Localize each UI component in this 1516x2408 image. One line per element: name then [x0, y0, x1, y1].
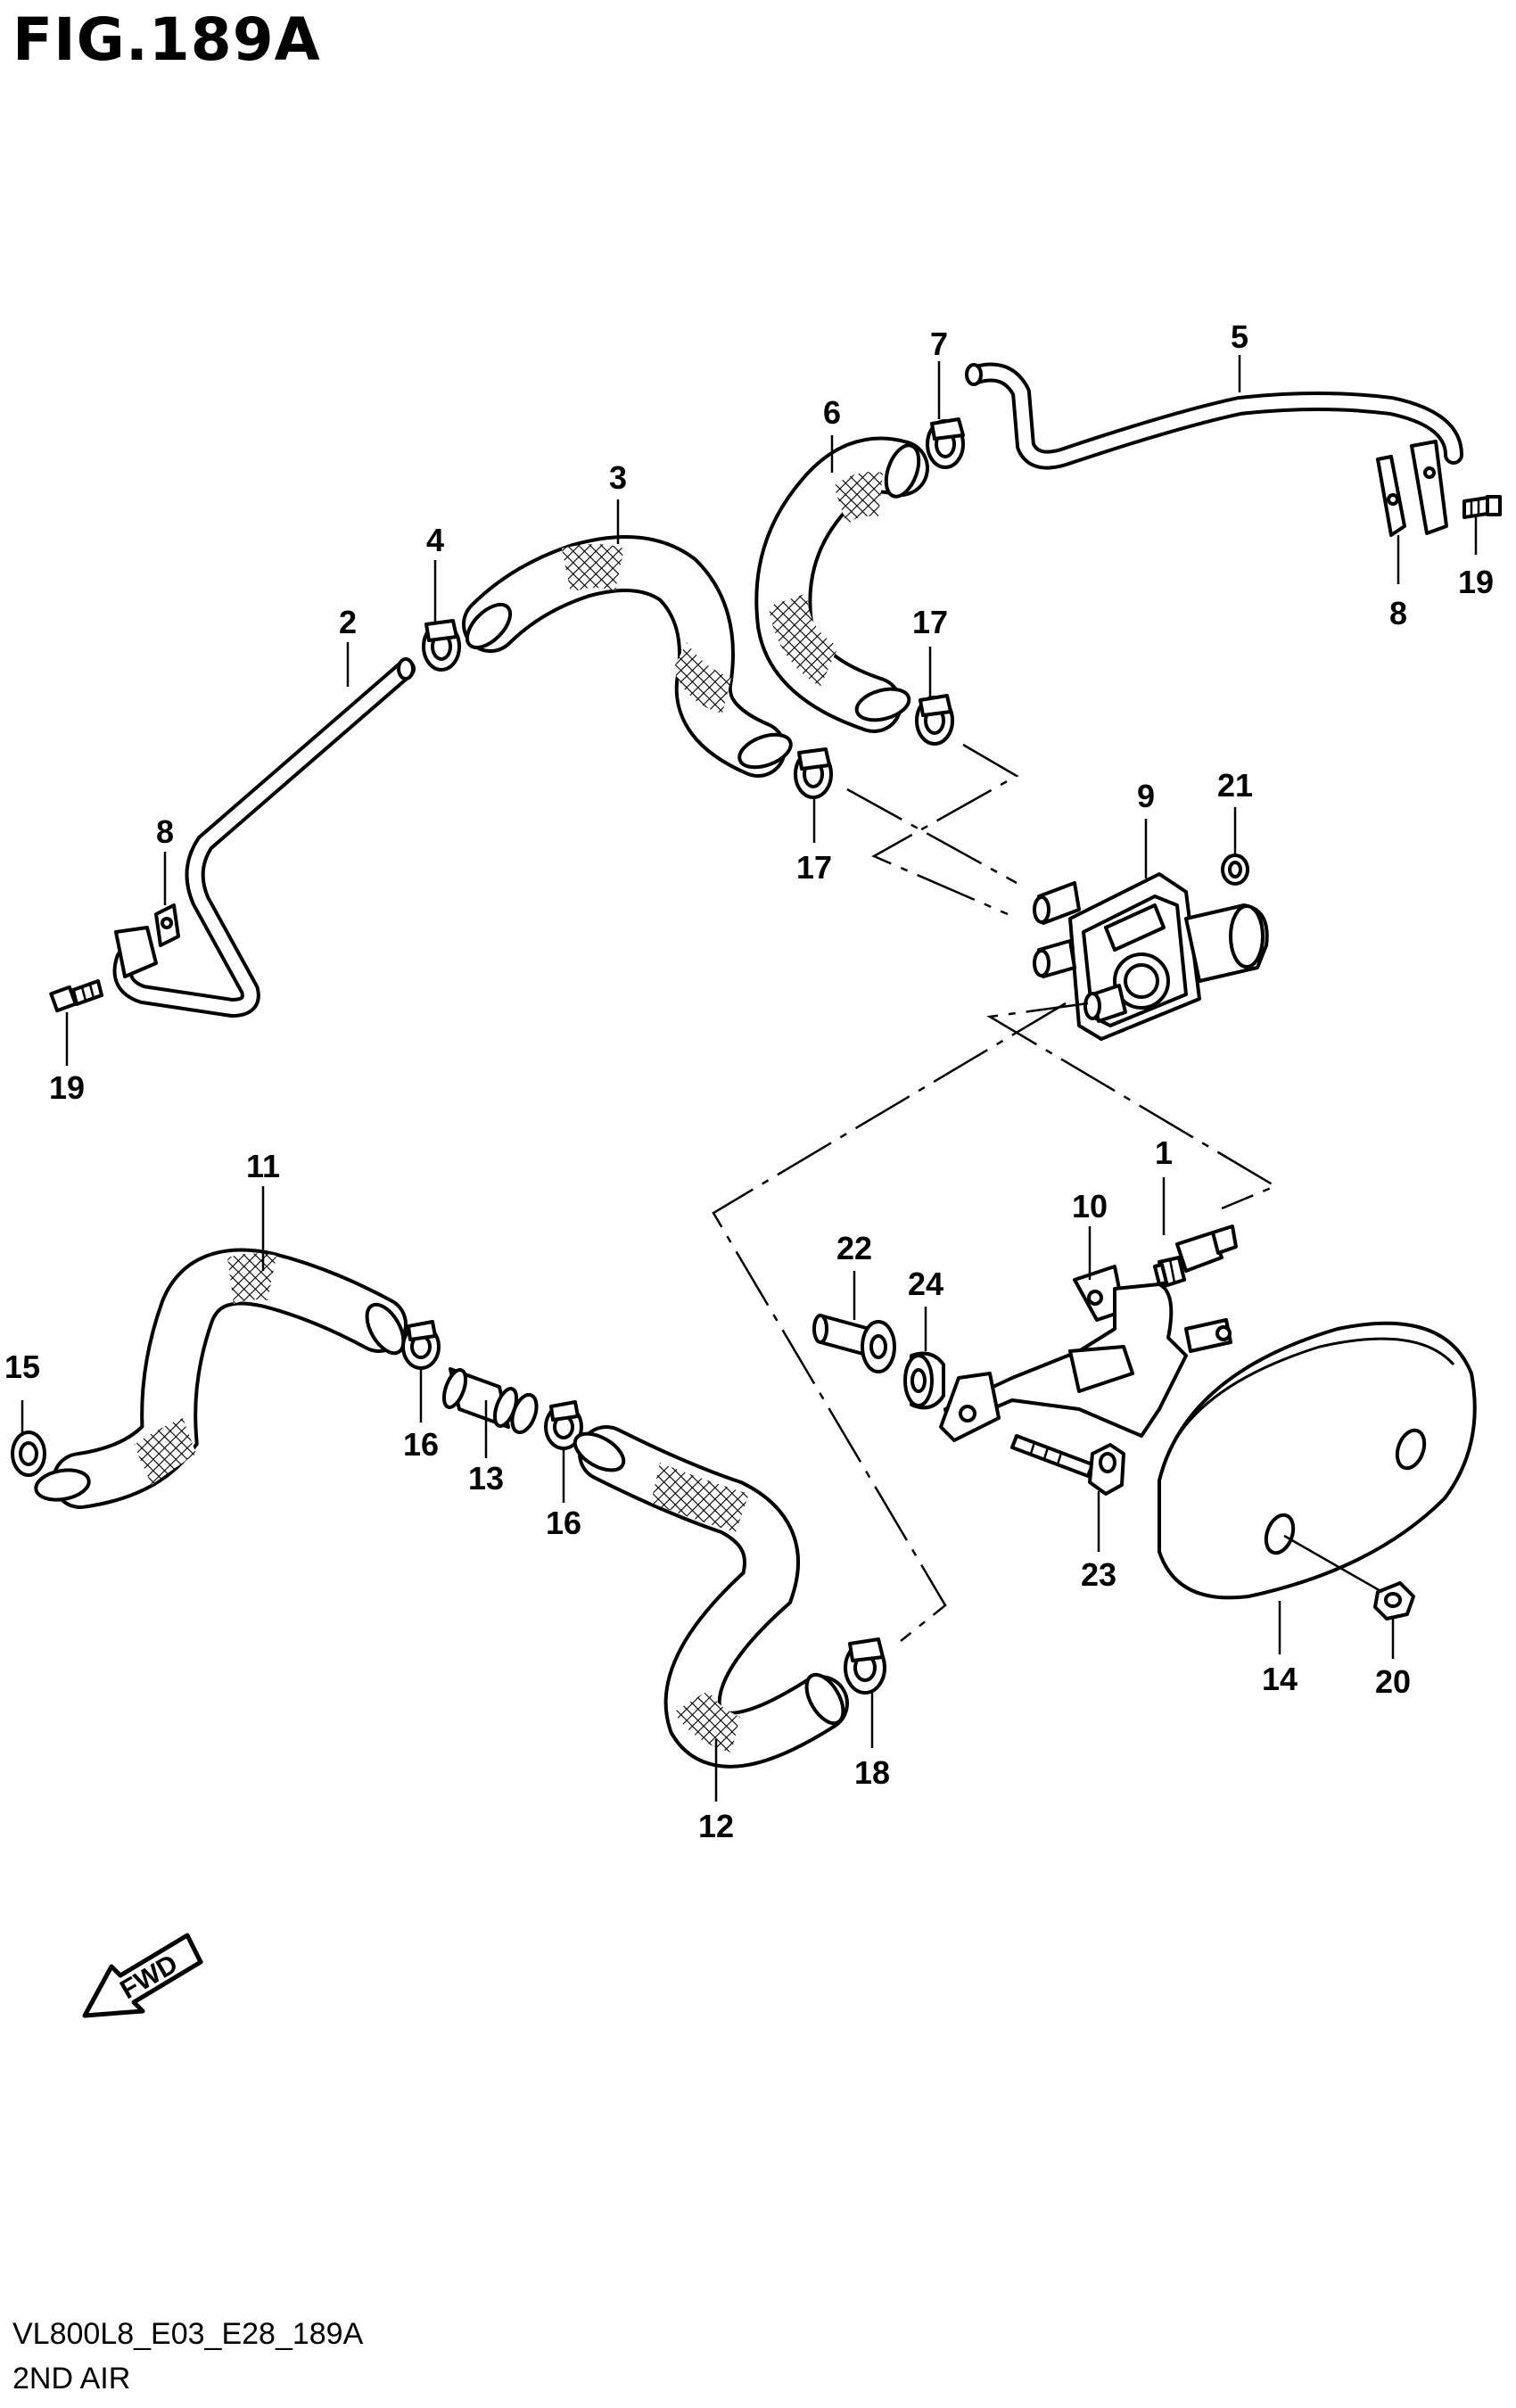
pipe-5 — [965, 362, 1463, 537]
hose-12 — [573, 1425, 849, 1769]
diagram-code: VL800L8_E03_E28_189A — [12, 2317, 364, 2351]
callout-5: 5 — [1231, 318, 1248, 355]
callout-1: 1 — [1155, 1134, 1173, 1171]
air-filter-case-14 — [1158, 1321, 1477, 1600]
callout-21: 21 — [1217, 767, 1253, 804]
connection-lines — [712, 743, 1278, 1642]
callout-2: 2 — [339, 604, 357, 640]
hose-6 — [754, 436, 929, 733]
callouts: 1 2 3 4 5 6 7 8 8 9 10 11 12 13 14 15 16… — [4, 318, 1494, 1844]
collar-22 — [812, 1314, 896, 1373]
callout-19-right: 19 — [1458, 564, 1494, 600]
joint-13 — [441, 1367, 539, 1435]
callout-14: 14 — [1262, 1661, 1298, 1697]
clamp-16-left — [401, 1320, 441, 1370]
bolt-19-right — [1462, 495, 1502, 519]
clamp-15 — [11, 1431, 46, 1477]
nut-20 — [1373, 1581, 1415, 1620]
callout-16-right: 16 — [546, 1505, 581, 1541]
callout-17-lower: 17 — [796, 849, 832, 886]
gasket-21 — [1221, 854, 1249, 886]
callout-12: 12 — [698, 1808, 734, 1844]
bracket-10 — [939, 1265, 1232, 1442]
callout-9: 9 — [1137, 778, 1155, 814]
valve-9 — [1033, 872, 1269, 1041]
callout-22: 22 — [836, 1230, 872, 1266]
clamp-17-lower — [794, 747, 833, 799]
callout-7: 7 — [930, 326, 948, 362]
callout-16-left: 16 — [403, 1426, 439, 1463]
callout-8-left: 8 — [156, 813, 174, 850]
figure-title: FIG.189A — [12, 5, 321, 74]
diagram-name: 2ND AIR — [12, 2362, 131, 2396]
callout-20: 20 — [1375, 1663, 1411, 1700]
leader-lines — [21, 355, 1478, 1802]
clamp-18 — [844, 1637, 886, 1695]
callout-10: 10 — [1072, 1188, 1108, 1225]
callout-8-right: 8 — [1389, 595, 1407, 631]
callout-3: 3 — [609, 459, 627, 496]
clamp-16-right — [544, 1400, 583, 1450]
hose-11 — [34, 1248, 408, 1509]
callout-6: 6 — [823, 394, 841, 431]
hose-3 — [462, 535, 793, 778]
clamp-17-upper — [915, 694, 954, 746]
bolt-19-left — [49, 979, 103, 1013]
callout-11: 11 — [246, 1148, 280, 1184]
clamp-7 — [926, 417, 965, 469]
callout-15: 15 — [4, 1348, 40, 1385]
bolt-23 — [1010, 1434, 1125, 1496]
callout-24: 24 — [908, 1266, 943, 1302]
callout-17-upper: 17 — [912, 604, 948, 640]
callout-13: 13 — [468, 1460, 504, 1497]
grommet-24 — [903, 1351, 945, 1410]
fwd-arrow-icon: FWD — [82, 1933, 203, 2018]
callout-23: 23 — [1081, 1556, 1116, 1593]
callout-4: 4 — [426, 522, 444, 558]
clamp-4 — [422, 619, 461, 672]
sensor-1 — [1153, 1225, 1238, 1288]
pipe-2 — [112, 657, 416, 1018]
callout-19-left: 19 — [49, 1069, 85, 1106]
callout-18: 18 — [854, 1754, 890, 1791]
